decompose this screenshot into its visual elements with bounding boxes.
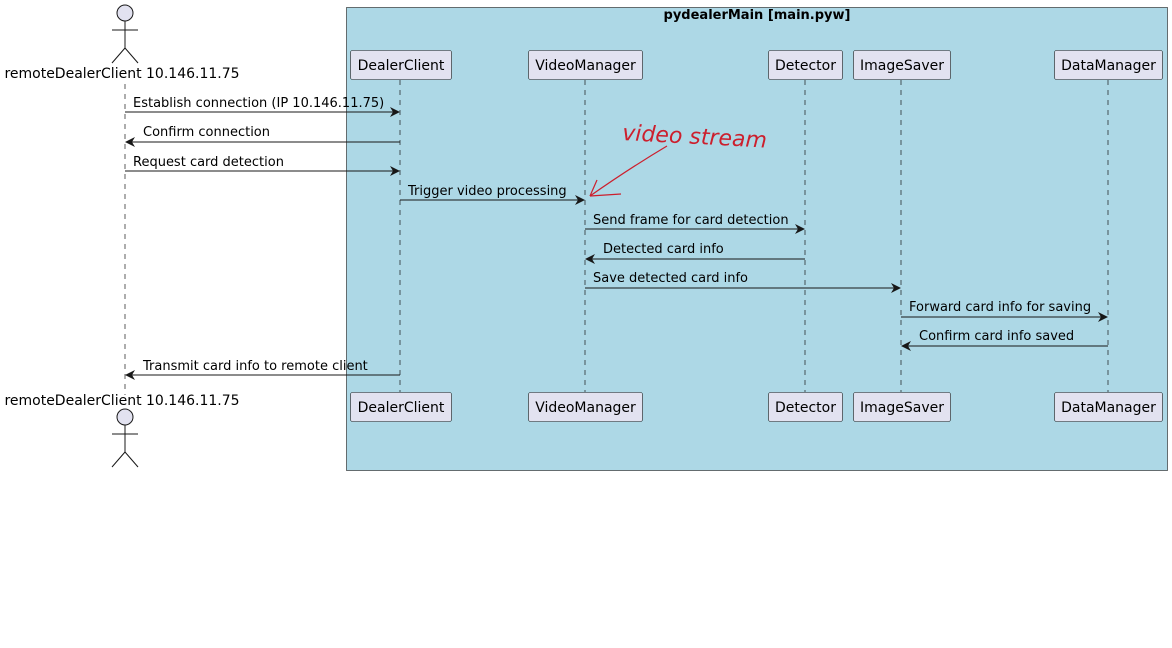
message: Confirm card info saved: [901, 329, 1108, 351]
group-box: [346, 7, 1168, 471]
lifelines: [124, 80, 1109, 395]
message-label: Save detected card info: [593, 271, 748, 286]
group-title: pydealerMain [main.pyw]: [664, 8, 851, 23]
message-label: Establish connection (IP 10.146.11.75): [133, 96, 384, 111]
participant-label: ImageSaver: [860, 400, 944, 416]
participant-label: DataManager: [1061, 400, 1156, 416]
participant-detector-top: Detector: [768, 50, 843, 80]
message: Confirm connection: [125, 125, 400, 147]
message: Detected card info: [585, 242, 805, 264]
message: Establish connection (IP 10.146.11.75): [125, 96, 400, 117]
actor-top: remoteDealerClient 10.146.11.75: [4, 4, 240, 82]
participant-label: VideoManager: [535, 58, 636, 74]
message: Forward card info for saving: [901, 300, 1108, 322]
actor-label-bottom: remoteDealerClient 10.146.11.75: [4, 393, 239, 409]
participant-label: Detector: [775, 400, 836, 416]
message-label: Send frame for card detection: [593, 213, 789, 228]
message: Request card detection: [125, 155, 400, 176]
annotation-arrow-icon: [589, 145, 668, 197]
message: Save detected card info: [585, 271, 901, 293]
participant-videomanager-bottom: VideoManager: [528, 392, 643, 422]
participant-label: VideoManager: [535, 400, 636, 416]
participant-label: DataManager: [1061, 58, 1156, 74]
participant-imagesaver-bottom: ImageSaver: [853, 392, 951, 422]
messages: Establish connection (IP 10.146.11.75) C…: [125, 96, 1108, 380]
actor-bottom: remoteDealerClient 10.146.11.75: [4, 393, 240, 468]
participant-datamanager-top: DataManager: [1054, 50, 1163, 80]
participant-label: ImageSaver: [860, 58, 944, 74]
message-label: Confirm card info saved: [919, 329, 1074, 344]
participant-label: Detector: [775, 58, 836, 74]
message: Send frame for card detection: [585, 213, 805, 234]
participant-dealerclient-bottom: DealerClient: [350, 392, 452, 422]
message-label: Detected card info: [603, 242, 724, 257]
message: Transmit card info to remote client: [125, 359, 400, 380]
participant-label: DealerClient: [358, 58, 445, 74]
message-label: Confirm connection: [143, 125, 270, 140]
participant-imagesaver-top: ImageSaver: [853, 50, 951, 80]
message-label: Trigger video processing: [407, 184, 567, 199]
participant-videomanager-top: VideoManager: [528, 50, 643, 80]
participant-dealerclient-top: DealerClient: [350, 50, 452, 80]
actor-stick-figure-icon: [111, 4, 139, 64]
actor-stick-figure-icon: [111, 408, 139, 468]
message-label: Request card detection: [133, 155, 284, 170]
message: Trigger video processing: [400, 184, 585, 205]
actor-label-top: remoteDealerClient 10.146.11.75: [4, 66, 239, 82]
participant-detector-bottom: Detector: [768, 392, 843, 422]
message-label: Transmit card info to remote client: [142, 359, 368, 374]
message-label: Forward card info for saving: [909, 300, 1091, 315]
participant-datamanager-bottom: DataManager: [1054, 392, 1163, 422]
participant-label: DealerClient: [358, 400, 445, 416]
